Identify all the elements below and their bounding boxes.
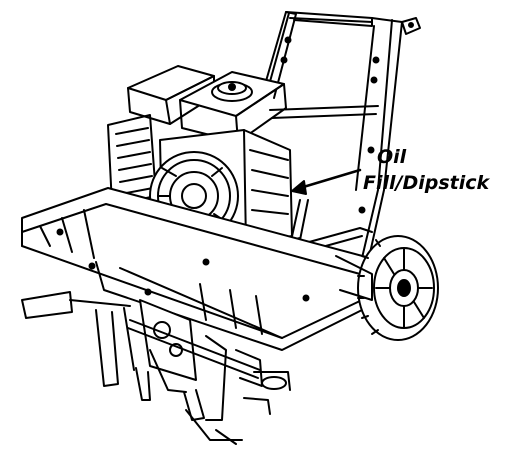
tines (21, 291, 291, 445)
tine-shield (21, 187, 371, 351)
callout-label-fill-dipstick: Fill/Dipstick (363, 172, 490, 194)
callout-arrow-icon (291, 168, 362, 195)
handle-assembly (261, 11, 421, 301)
callout-label-oil: Oil (377, 146, 407, 168)
transport-wheel (335, 235, 439, 341)
